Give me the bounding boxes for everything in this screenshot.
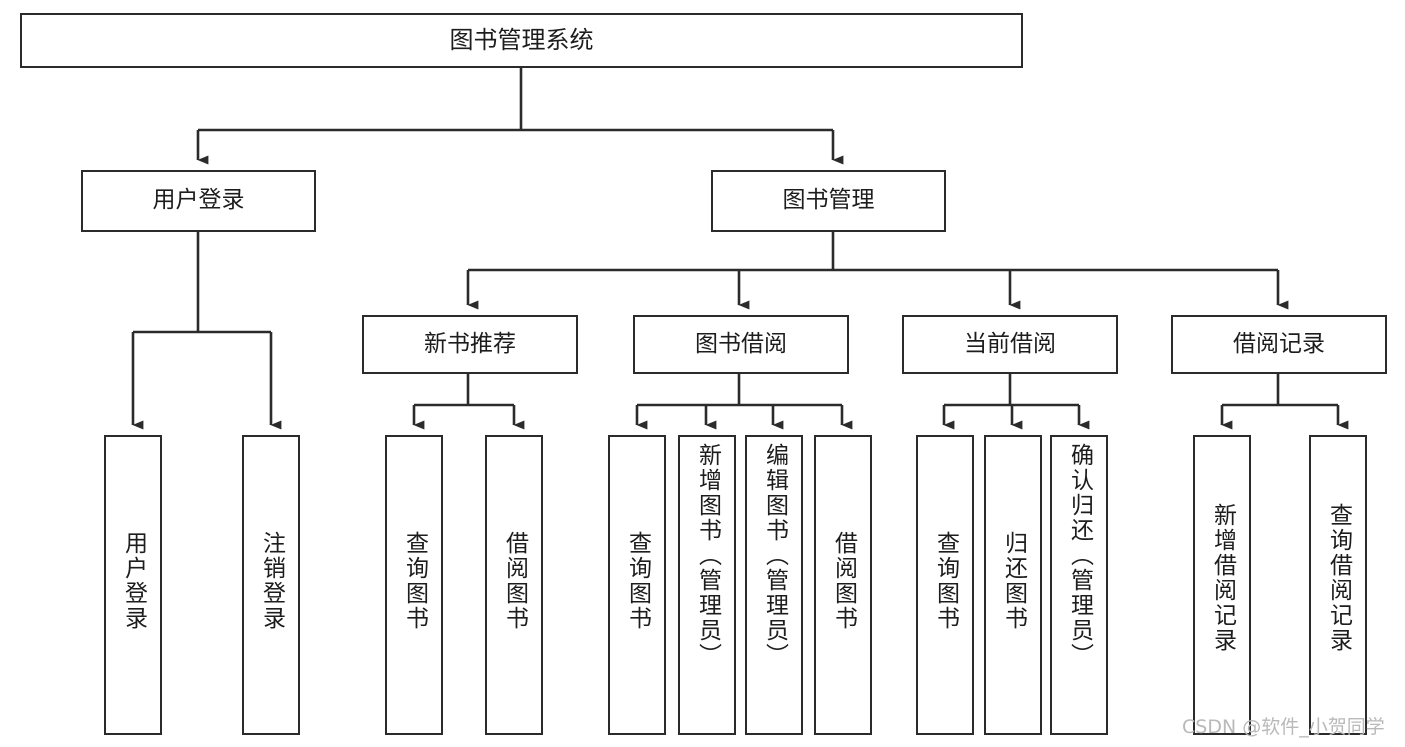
node-leaf-user-login-label: 用户登录 xyxy=(120,531,147,631)
node-leaf-borrow-book-1[interactable]: 借阅图书 xyxy=(485,435,543,735)
node-book-borrow[interactable]: 图书借阅 xyxy=(633,315,849,374)
node-leaf-borrow-book-2-label: 借阅图书 xyxy=(830,531,857,631)
node-leaf-add-book-admin-label: 新增图书（管理员） xyxy=(694,443,721,668)
node-leaf-borrow-book-2[interactable]: 借阅图书 xyxy=(814,435,872,735)
node-leaf-add-borrow-record[interactable]: 新增借阅记录 xyxy=(1193,435,1251,735)
node-root[interactable]: 图书管理系统 xyxy=(20,13,1023,68)
watermark-text: CSDN @软件_小贺同学 xyxy=(1182,716,1385,738)
node-new-book-recommend-label: 新书推荐 xyxy=(424,330,516,357)
node-leaf-borrow-book-1-label: 借阅图书 xyxy=(501,531,528,631)
node-leaf-return-book[interactable]: 归还图书 xyxy=(984,435,1042,735)
node-leaf-add-book-admin[interactable]: 新增图书（管理员） xyxy=(678,435,736,735)
node-book-management-label: 图书管理 xyxy=(782,187,875,214)
node-borrow-record[interactable]: 借阅记录 xyxy=(1171,315,1387,374)
node-new-book-recommend[interactable]: 新书推荐 xyxy=(362,315,578,374)
node-book-management[interactable]: 图书管理 xyxy=(711,170,946,232)
node-user-login-label: 用户登录 xyxy=(152,187,245,214)
node-leaf-query-book-1-label: 查询图书 xyxy=(401,531,428,631)
node-leaf-user-login[interactable]: 用户登录 xyxy=(104,435,162,735)
node-leaf-edit-book-admin-label: 编辑图书（管理员） xyxy=(761,443,788,668)
node-leaf-query-book-3[interactable]: 查询图书 xyxy=(916,435,974,735)
node-current-borrow-label: 当前借阅 xyxy=(964,330,1056,357)
node-book-borrow-label: 图书借阅 xyxy=(695,330,787,357)
node-leaf-add-borrow-record-label: 新增借阅记录 xyxy=(1209,503,1236,653)
node-leaf-query-book-2[interactable]: 查询图书 xyxy=(608,435,666,735)
node-leaf-query-book-3-label: 查询图书 xyxy=(932,531,959,631)
node-leaf-edit-book-admin[interactable]: 编辑图书（管理员） xyxy=(745,435,803,735)
node-root-label: 图书管理系统 xyxy=(449,26,594,55)
node-leaf-query-book-2-label: 查询图书 xyxy=(624,531,651,631)
node-leaf-query-borrow-record-label: 查询借阅记录 xyxy=(1325,503,1352,653)
node-leaf-logout-label: 注销登录 xyxy=(258,531,285,631)
node-current-borrow[interactable]: 当前借阅 xyxy=(902,315,1118,374)
node-leaf-query-book-1[interactable]: 查询图书 xyxy=(385,435,443,735)
node-leaf-query-borrow-record[interactable]: 查询借阅记录 xyxy=(1309,435,1367,735)
node-leaf-confirm-return-admin-label: 确认归还（管理员） xyxy=(1066,443,1093,668)
node-leaf-return-book-label: 归还图书 xyxy=(1000,531,1027,631)
node-leaf-logout[interactable]: 注销登录 xyxy=(242,435,300,735)
node-user-login[interactable]: 用户登录 xyxy=(81,170,316,232)
node-leaf-confirm-return-admin[interactable]: 确认归还（管理员） xyxy=(1050,435,1108,735)
node-borrow-record-label: 借阅记录 xyxy=(1233,330,1325,357)
